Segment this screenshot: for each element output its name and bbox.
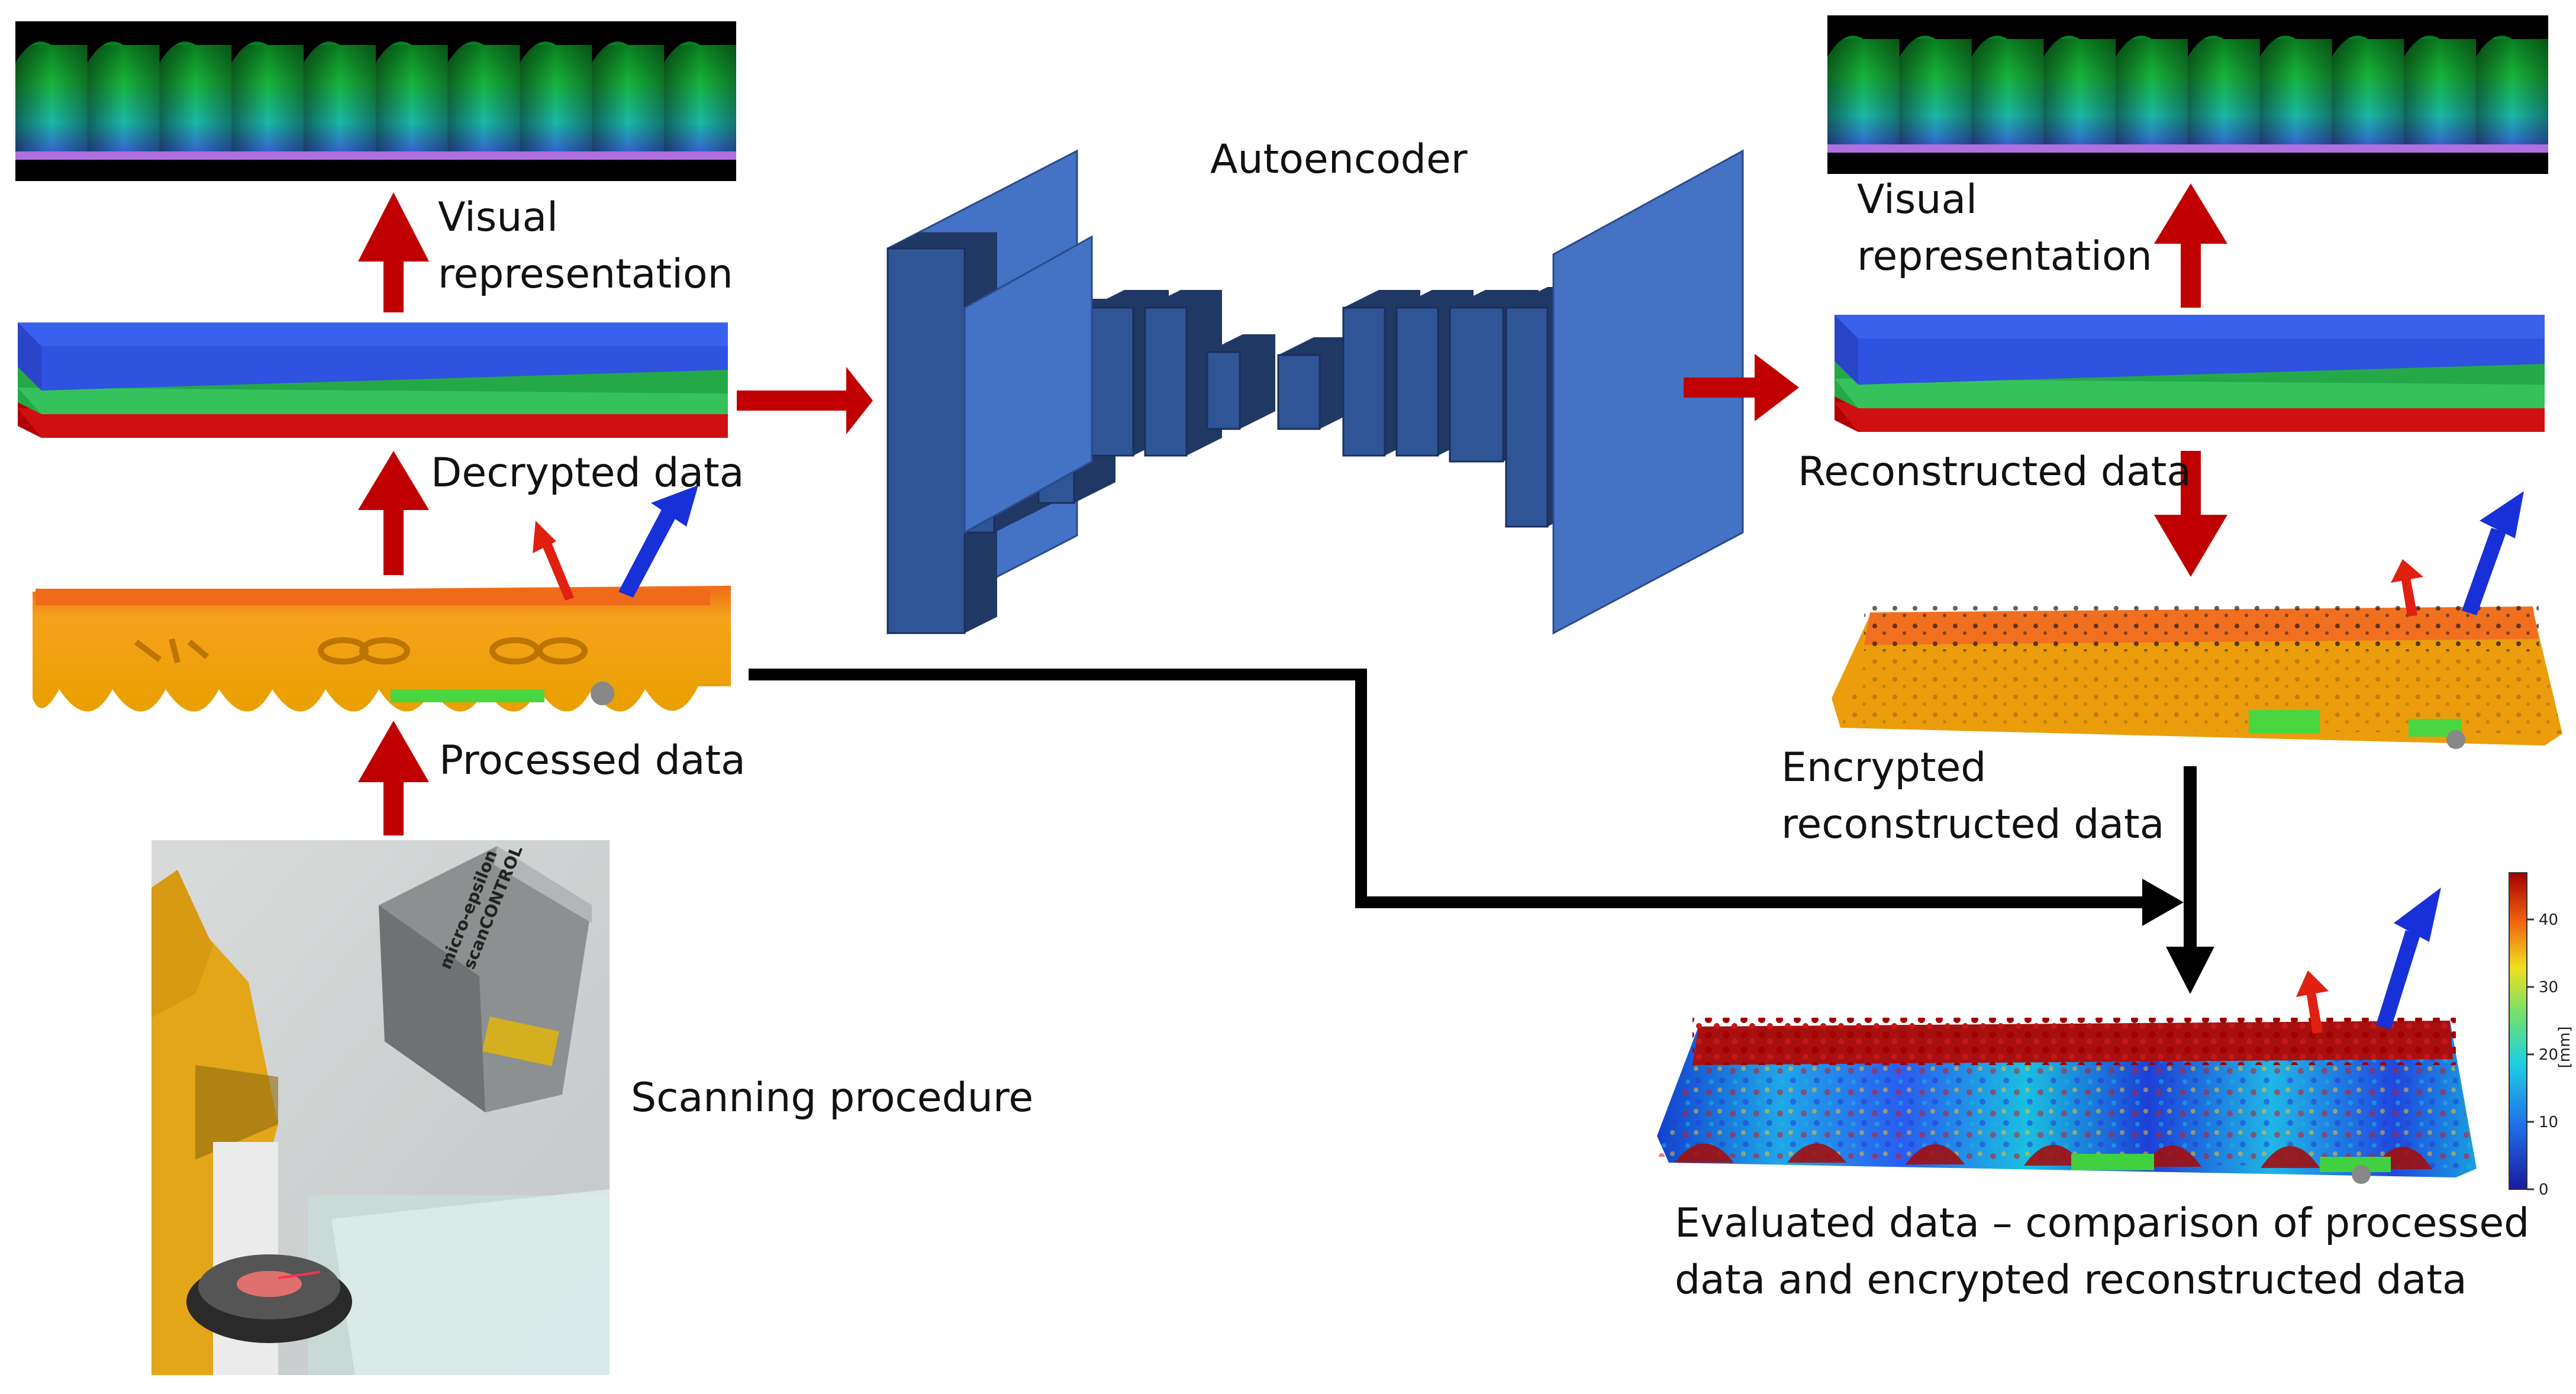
viz-panel-shade [376, 45, 448, 157]
viz-panel-shade [2043, 39, 2116, 150]
colorbar-tick-0: 0 [2539, 1181, 2549, 1199]
ae-layer-front [1088, 306, 1134, 457]
ae-output-layer [1552, 149, 1744, 635]
viz-panel-shade [87, 45, 160, 157]
colorbar-tick-10: 10 [2539, 1114, 2558, 1131]
viz-panel-shade [2188, 39, 2260, 150]
viz-panel-shade [2404, 39, 2477, 150]
visual-representation-left [15, 21, 736, 181]
ae-layer-side [1145, 290, 1222, 456]
ae-layer-front [1144, 306, 1188, 457]
viz-noise-band [1827, 144, 2548, 153]
ae-second-layer [963, 235, 1093, 534]
viz-panel-shade [231, 45, 304, 157]
label-encrypted-reconstructed-data: Encrypted reconstructed data [1781, 744, 2165, 848]
viz-panel-shade [1971, 39, 2044, 150]
colorbar-tick-40: 40 [2539, 911, 2558, 929]
label-visual-representation-left: Visual representation [438, 194, 733, 298]
ae-layer-front [1342, 306, 1386, 457]
decrypted-data-stack [18, 322, 728, 438]
colorbar: 0 10 20 30 40 [mm] [2509, 872, 2574, 1199]
viz-panel-shade [447, 45, 520, 157]
arrow-comparison-path [749, 669, 2154, 908]
arrow-up-visual-right [2154, 183, 2227, 308]
viz-panel-shade [664, 45, 736, 157]
label-visual-representation-right: Visual representation [1857, 176, 2152, 280]
viz-noise-band [15, 151, 736, 160]
viz-panel-shade [2259, 39, 2332, 150]
arrow-down-evaluated-shaft [2184, 766, 2197, 956]
colorbar-tick-20: 20 [2539, 1046, 2558, 1064]
label-autoencoder: Autoencoder [1210, 136, 1468, 183]
viz-panel-shade [15, 45, 88, 157]
arrow-down-evaluated-head [2166, 947, 2214, 994]
label-reconstructed-data: Reconstructed data [1798, 448, 2192, 495]
viz-panel-shade [2332, 39, 2404, 150]
ae-layer-front [1395, 306, 1439, 457]
viz-panel-shade [2476, 39, 2548, 150]
arrow-into-autoencoder [737, 367, 873, 434]
label-evaluated-data: Evaluated data – comparison of processed… [1675, 1200, 2530, 1303]
colorbar-tick-30: 30 [2539, 979, 2558, 996]
viz-panel-shade [1899, 39, 1972, 150]
ae-layer-side [1278, 337, 1355, 429]
evaluated-data-scan [1657, 888, 2477, 1184]
arrow-up-decrypted [358, 451, 429, 575]
encrypted-reconstructed-scan [1832, 491, 2562, 749]
viz-panel-shade [520, 45, 592, 157]
label-decrypted-data: Decrypted data [431, 450, 744, 496]
arrows [358, 183, 2227, 994]
ae-layer-front [1449, 306, 1504, 463]
viz-panel-shade [159, 45, 232, 157]
viz-panel-shade [2116, 39, 2188, 150]
arrow-out-autoencoder [1684, 354, 1799, 421]
ae-layer-front [1206, 351, 1241, 430]
viz-panel-shade [1827, 39, 1900, 150]
ae-layer-front [886, 247, 966, 634]
colorbar-unit: [mm] [2556, 1027, 2574, 1069]
reconstructed-data-stack [1835, 315, 2545, 432]
autoencoder-network [886, 149, 1744, 635]
arrow-comparison-head [2142, 879, 2184, 926]
visual-representation-right [1827, 15, 2548, 174]
arrow-down-encrypted [2154, 451, 2227, 577]
ae-layer-side [1207, 334, 1275, 429]
viz-panel-shade [592, 45, 665, 157]
ae-layer-front [1505, 306, 1549, 528]
ae-layer-front [1277, 354, 1321, 430]
processed-data-scan [33, 485, 731, 712]
arrow-up-processed [358, 721, 429, 835]
arrow-up-visual-left [358, 192, 429, 312]
viz-panel-shade [304, 45, 376, 157]
label-scanning-procedure: Scanning procedure [631, 1074, 1034, 1121]
scanning-photo: micro-epsilon scanCONTROL [151, 840, 610, 1375]
label-processed-data: Processed data [439, 737, 746, 784]
